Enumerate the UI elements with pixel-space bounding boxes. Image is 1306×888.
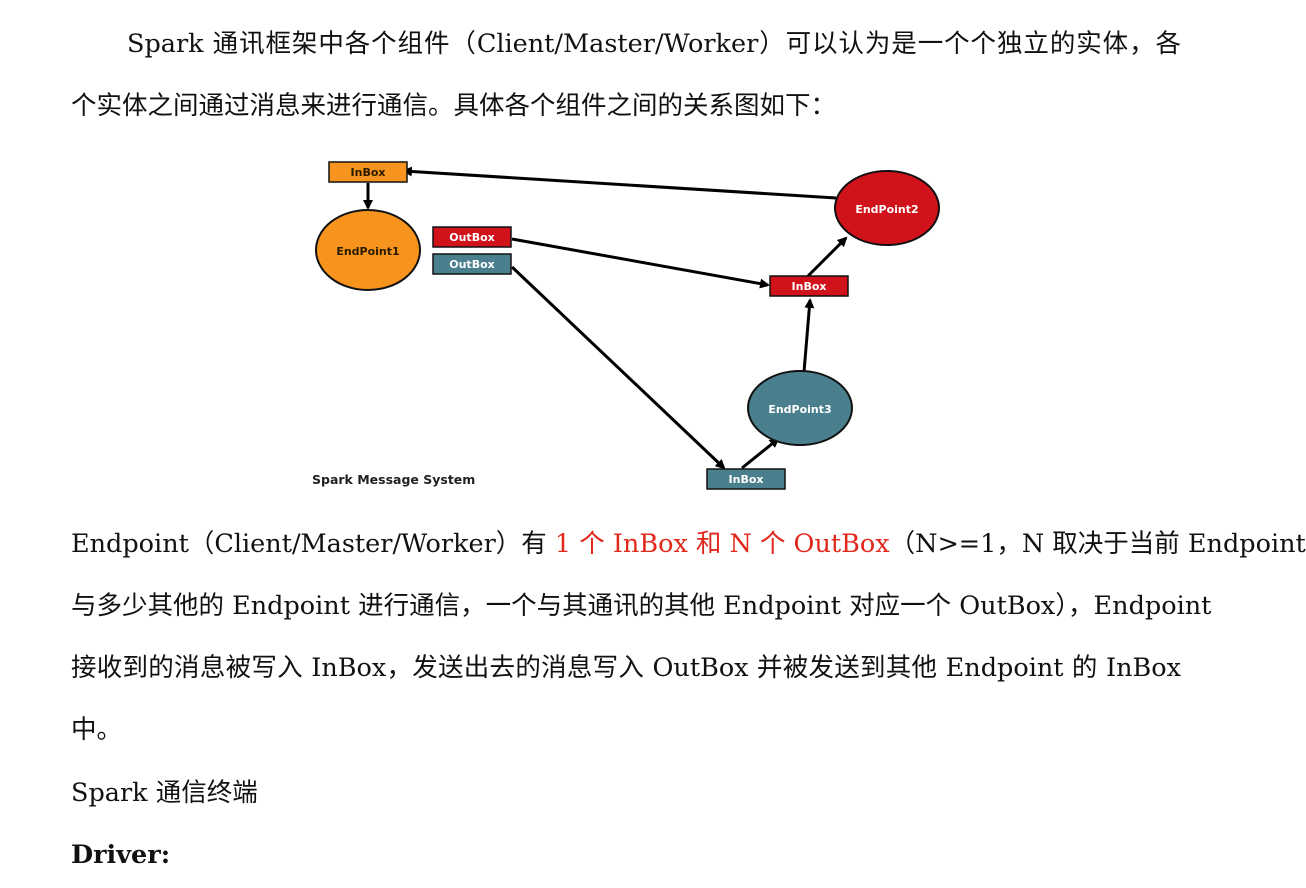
outbox-teal-label: OutBox: [449, 258, 494, 271]
inbox3-label: InBox: [729, 473, 764, 486]
para3-text: Spark 通信终端: [71, 778, 258, 808]
outbox-red-box: [432, 226, 512, 248]
endpoint2-label: EndPoint2: [855, 203, 918, 216]
diagram-caption: Spark Message System: [312, 472, 475, 487]
arrow-outbox-teal-to-inbox3: [510, 265, 726, 470]
arrow-inbox3-to-endpoint3: [741, 437, 780, 470]
outbox-teal-box: [432, 253, 512, 275]
outbox-red-label: OutBox: [449, 231, 494, 244]
arrow-inbox2-to-endpoint2: [806, 236, 848, 278]
arrow-endpoint3-to-inbox2: [802, 298, 815, 373]
para2-line-4: 中。: [71, 715, 123, 745]
arrow-outbox-red-to-inbox2: [511, 237, 770, 289]
endpoint2-node: [834, 170, 940, 246]
inbox1-label: InBox: [351, 166, 386, 179]
arrow-endpoint2-to-inbox1: [402, 166, 837, 200]
para2-line-1-text-a: Endpoint（Client/Master/Worker）有: [71, 529, 555, 559]
endpoint3-node: [747, 370, 853, 446]
endpoint3-label: EndPoint3: [768, 403, 831, 416]
para2-line-3: 接收到的消息被写入 InBox，发送出去的消息写入 OutBox 并被发送到其他…: [71, 653, 1181, 683]
inbox3-box: [706, 468, 786, 490]
para2-highlight: 1 个 InBox 和 N 个 OutBox: [554, 529, 890, 559]
para2-line-1-text-b: （N>=1，N 取决于当前 Endpoint: [889, 529, 1306, 559]
inbox1-box: [328, 161, 408, 183]
inbox2-label: InBox: [792, 280, 827, 293]
endpoint1-node: [315, 209, 421, 291]
inbox2-box: [769, 275, 849, 297]
para2-line-2: 与多少其他的 Endpoint 进行通信，一个与其通讯的其他 Endpoint …: [71, 591, 1212, 621]
spark-message-system-diagram: EndPoint1 EndPoint2 EndPoint3 InBox OutB…: [312, 161, 940, 490]
driver-heading: Driver:: [71, 840, 171, 870]
para2-line-1: Endpoint（Client/Master/Worker）有 1 个 InBo…: [71, 513, 1306, 575]
intro-line-2: 个实体之间通过消息来进行通信。具体各个组件之间的关系图如下：: [71, 91, 837, 121]
intro-line-1: Spark 通讯框架中各个组件（Client/Master/Worker）可以认…: [127, 29, 1181, 59]
endpoint1-label: EndPoint1: [336, 245, 399, 258]
